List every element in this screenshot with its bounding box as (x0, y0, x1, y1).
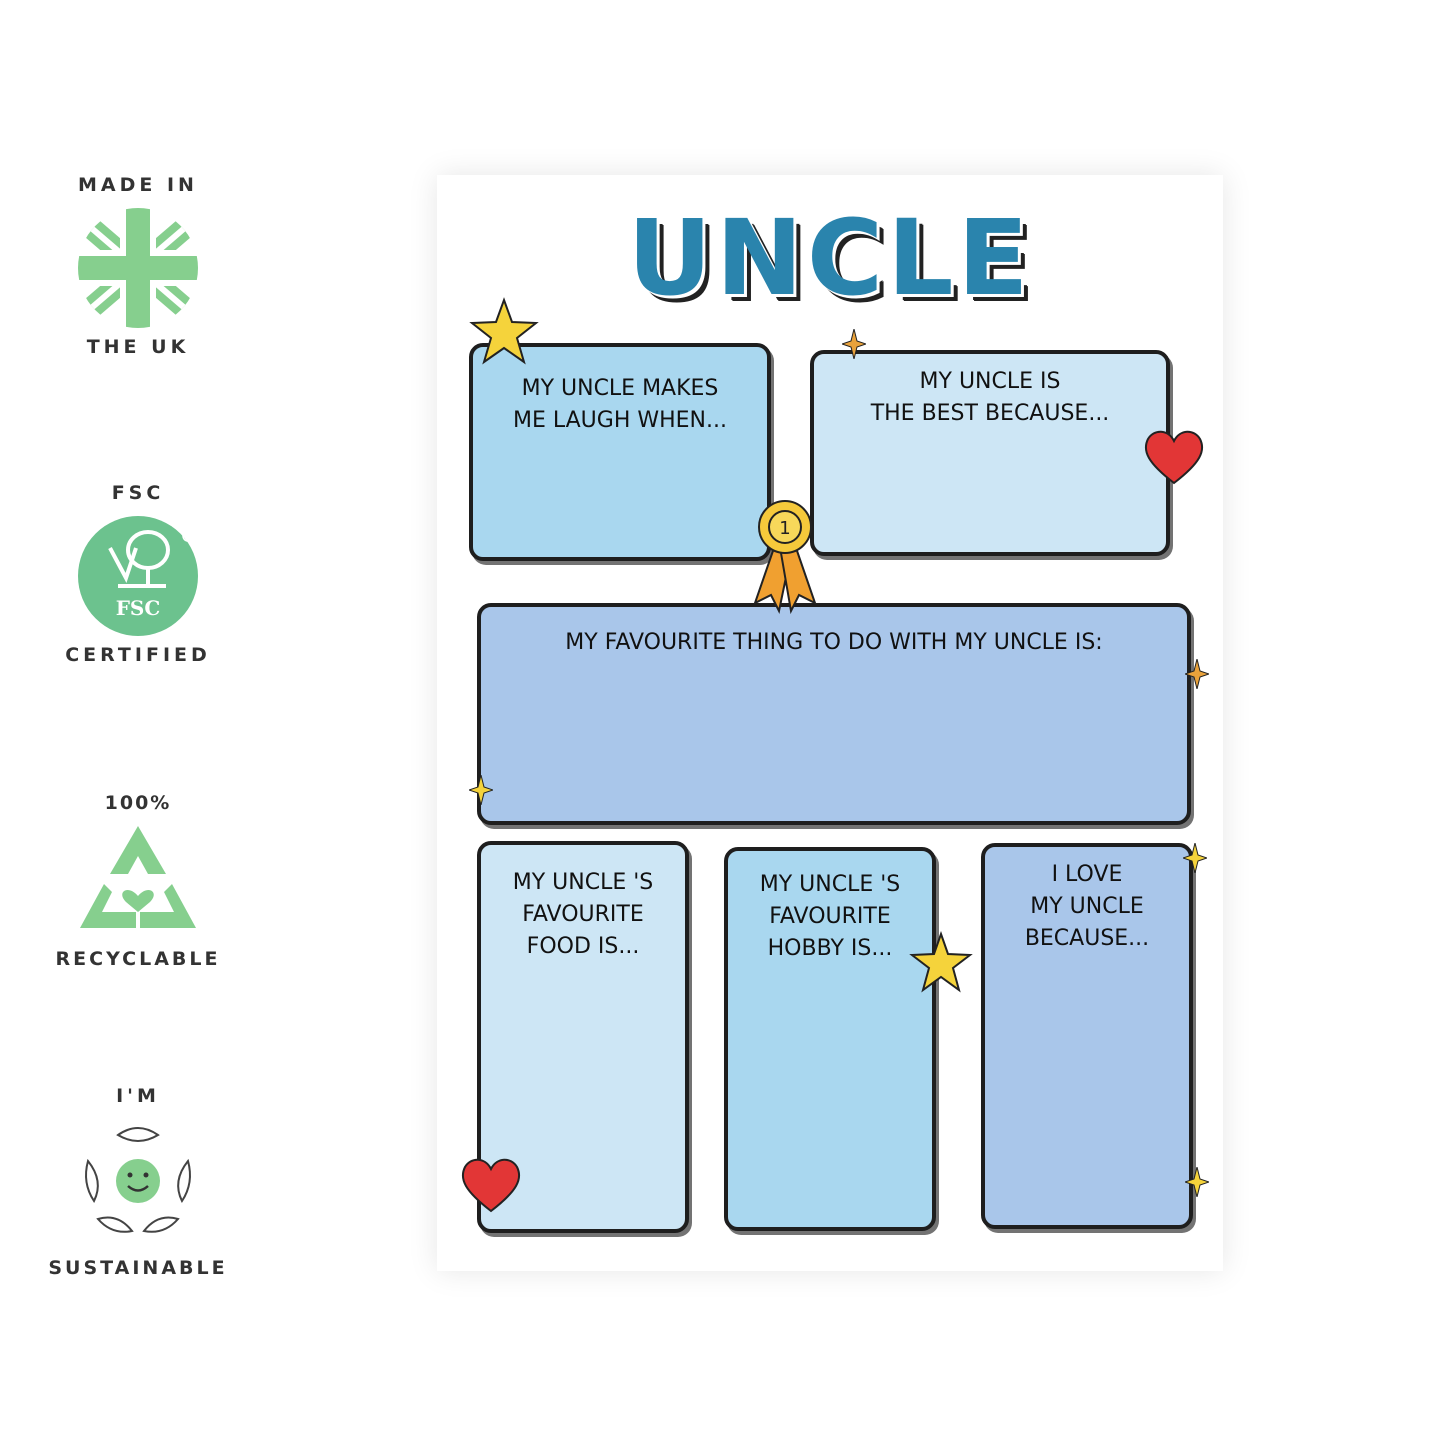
box-food-label: MY UNCLE 'S FAVOURITE FOOD IS... (512, 870, 654, 959)
recyclable-badge: 100% RECYCLABLE (48, 788, 228, 998)
box-best: MY UNCLE IS THE BEST BECAUSE... (810, 350, 1170, 556)
uncle-card: UNCLE MY UNCLE MAKES ME LAUGH WHEN... MY… (437, 175, 1223, 1271)
box-love-label: I LOVE MY UNCLE BECAUSE... (1024, 862, 1150, 951)
sparkle-icon (1185, 659, 1209, 689)
box-laugh: MY UNCLE MAKES ME LAUGH WHEN... (469, 343, 771, 561)
fsc-logo-text: FSC (115, 596, 161, 620)
fsc-certified-badge: FSC FSC CERTIFIED (48, 478, 228, 688)
recycle-heart-icon (80, 826, 196, 928)
box-hobby-label: MY UNCLE 'S FAVOURITE HOBBY IS... (759, 872, 901, 961)
sparkle-icon (469, 775, 493, 805)
rosette-number: 1 (779, 518, 790, 539)
star-icon (909, 931, 973, 993)
box-love: I LOVE MY UNCLE BECAUSE... (981, 843, 1193, 1229)
box-hobby: MY UNCLE 'S FAVOURITE HOBBY IS... (724, 847, 936, 1231)
sparkle-icon (1185, 1167, 1209, 1197)
rosette-icon: 1 (753, 500, 817, 615)
badge-sustainable-bottom-text: SUSTAINABLE (48, 1257, 228, 1279)
sustainable-badge: I'M SUSTAINABLE (48, 1085, 228, 1295)
badge-sustainable-top-text: I'M (116, 1085, 160, 1107)
made-in-uk-badge: MADE IN THE UK (48, 168, 228, 378)
star-icon (469, 297, 539, 365)
sparkle-icon (1183, 843, 1207, 873)
heart-icon (1144, 430, 1204, 485)
badge-recycle-top-text: 100% (104, 792, 172, 814)
box-best-label: MY UNCLE IS THE BEST BECAUSE... (870, 369, 1110, 426)
smiley-leaves-icon (85, 1127, 191, 1233)
fsc-tree-icon (78, 516, 198, 636)
union-jack-icon (78, 208, 198, 328)
card-title: UNCLE (627, 197, 1033, 319)
badge-uk-top-text: MADE IN (78, 174, 198, 196)
box-laugh-label: MY UNCLE MAKES ME LAUGH WHEN... (512, 376, 727, 433)
heart-icon (461, 1158, 521, 1213)
badge-fsc-top-text: FSC (111, 482, 165, 504)
badge-recycle-bottom-text: RECYCLABLE (55, 948, 221, 970)
badge-fsc-bottom-text: CERTIFIED (65, 644, 211, 666)
box-favourite-thing: MY FAVOURITE THING TO DO WITH MY UNCLE I… (477, 603, 1191, 825)
box-favourite-thing-label: MY FAVOURITE THING TO DO WITH MY UNCLE I… (565, 630, 1103, 655)
badge-uk-bottom-text: THE UK (86, 336, 190, 358)
sparkle-icon (842, 329, 866, 359)
